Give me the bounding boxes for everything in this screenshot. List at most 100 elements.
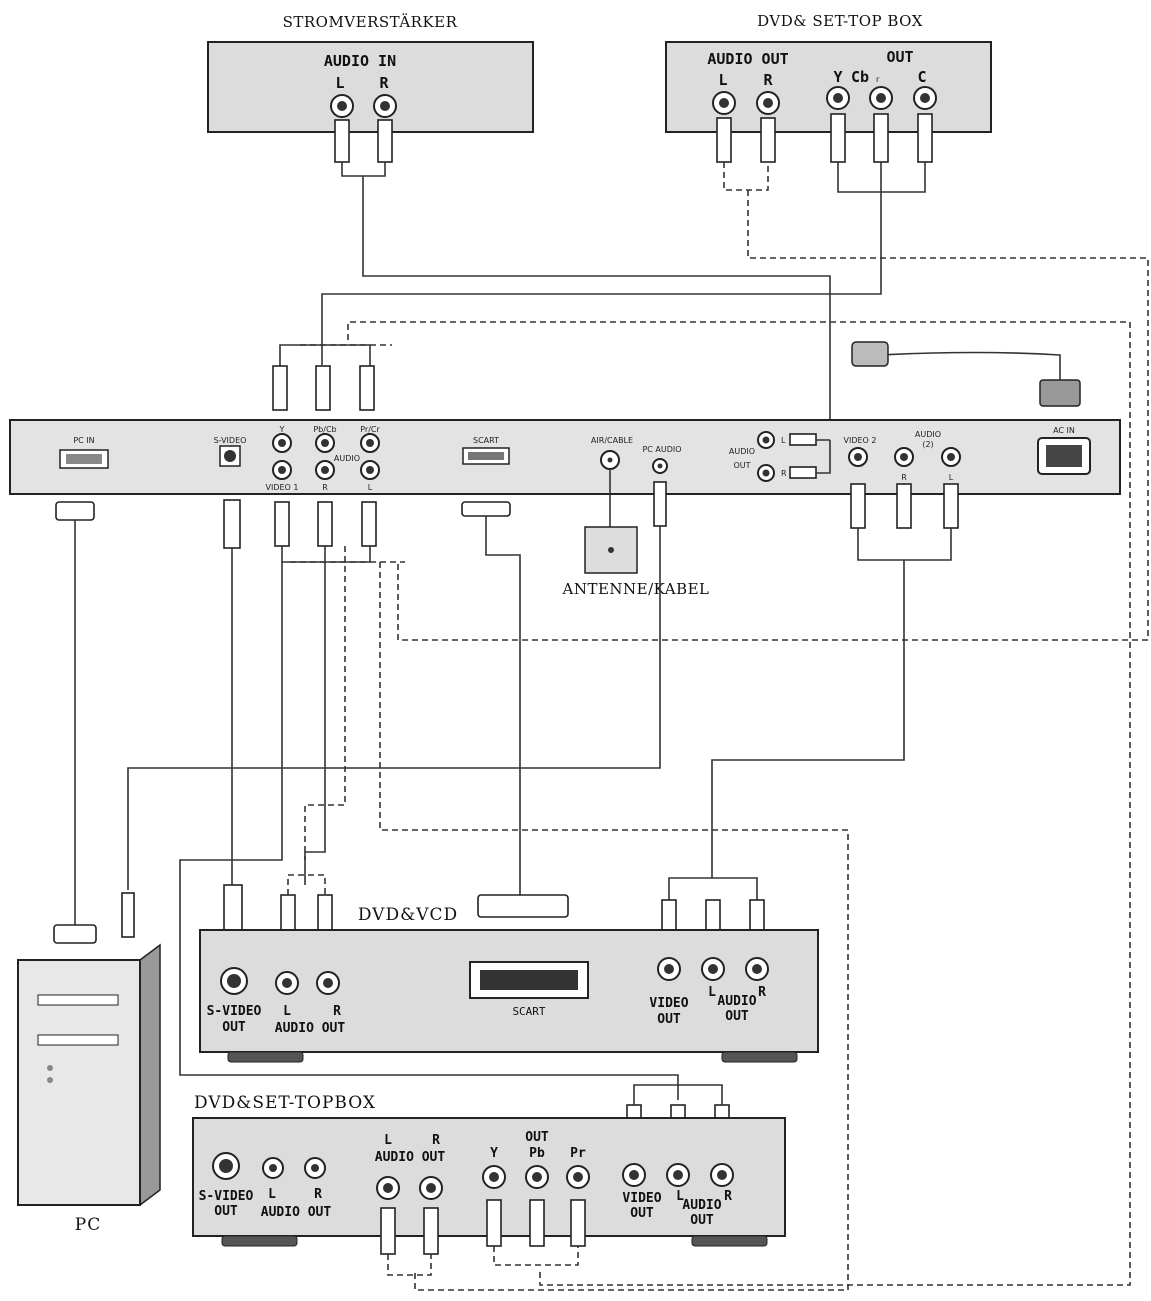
tv-component-plugs <box>272 344 392 411</box>
svideo-plug-top <box>223 499 241 549</box>
dvd-settop-bottom-y-label: Y <box>490 1146 498 1161</box>
amplifier-r-plug <box>377 119 393 163</box>
amplifier-audio-in-label: AUDIO IN <box>324 52 396 70</box>
tv-video2-jack[interactable] <box>848 447 868 467</box>
dvd-settop-top-c-jack[interactable] <box>913 86 937 110</box>
tv-audio2-label: AUDIO <box>915 430 941 439</box>
tv-video1-label: VIDEO 1 <box>266 483 299 492</box>
dvd-settop-bottom-pr-jack[interactable] <box>566 1165 590 1189</box>
dvd-settop-top-cb-label: Cb <box>851 68 869 86</box>
dvd-settop-bottom-r-label: R <box>314 1187 322 1202</box>
tv-audio-l-jack[interactable] <box>360 460 380 480</box>
dvd-vcd-scart-port[interactable] <box>469 961 589 999</box>
dvd-vcd-svideo-port[interactable] <box>220 967 248 995</box>
tv-pc-audio-jack[interactable] <box>652 458 668 474</box>
dvd-settop-top-r-plug <box>760 117 776 163</box>
tv-video1-jack[interactable] <box>272 460 292 480</box>
dvd-settop-bottom-l-label: L <box>268 1187 276 1202</box>
tv-audio2-num: (2) <box>922 440 933 449</box>
dvd-settop-bottom-video-out-label-2: OUT <box>630 1206 654 1221</box>
tv-audio-out-r-jack[interactable] <box>757 464 775 482</box>
tv-y-jack[interactable] <box>272 433 292 453</box>
amplifier-title: STROMVERSTÄRKER <box>283 13 458 31</box>
dvd-vcd-scart-plug <box>477 894 569 918</box>
tv-audio-r-jack[interactable] <box>315 460 335 480</box>
dvd-vcd-video-out-label-2: OUT <box>657 1012 681 1027</box>
pc-audio-plug <box>653 481 667 527</box>
dvd-settop-bottom-pb-jack[interactable] <box>525 1165 549 1189</box>
dvd-settop-top-l-plug <box>716 117 732 163</box>
tv-audio-out-r-plug <box>789 466 817 479</box>
dvd-settop-top-r-jack[interactable] <box>756 91 780 115</box>
dvd-settop-bottom-r-jack[interactable] <box>304 1157 326 1179</box>
tv-video2-label: VIDEO 2 <box>844 436 877 445</box>
tv-audio-out-label: AUDIO <box>729 447 755 456</box>
tv-pc-in-label: PC IN <box>73 436 94 445</box>
dvd-vcd-video-out-jack[interactable] <box>657 957 681 981</box>
tv-audio-out-l-jack[interactable] <box>757 431 775 449</box>
tv-audio2-r-jack[interactable] <box>894 447 914 467</box>
tv-audio2-r-label: R <box>901 473 907 482</box>
dvd-vcd-audio-label: AUDIO <box>717 994 756 1009</box>
dvd-settop-bottom-pb-label: Pb <box>529 1146 545 1161</box>
dvd-vcd-r-jack[interactable] <box>316 971 340 995</box>
dvd-vcd-video-out-label: VIDEO <box>649 996 688 1011</box>
tv-prcr-label: Pr/Cr <box>360 425 380 434</box>
dvd-settop-bottom-y-jack[interactable] <box>482 1165 506 1189</box>
dvd-settop-bottom-audio-l-jack[interactable] <box>666 1163 690 1187</box>
tv-pc-in-port[interactable] <box>59 449 109 469</box>
dvd-settop-bottom-video-out-label: VIDEO <box>622 1191 661 1206</box>
tv-audio-out-label-2: OUT <box>733 461 750 470</box>
tv-rear-panel: PC IN S-VIDEO Y Pb/Cb Pr/Cr AUDIO VIDEO … <box>9 419 1121 495</box>
top-cables <box>321 162 1149 1286</box>
dvd-vcd-scart-label: SCART <box>512 1005 545 1018</box>
dvd-vcd-l2-label: L <box>708 985 716 1000</box>
dvd-settop-bottom-r-top-label: R <box>432 1133 440 1148</box>
dvd-settop-top-cb-sub: r <box>876 75 880 84</box>
dvd-settop-top-y-jack[interactable] <box>826 86 850 110</box>
tv-scart-label: SCART <box>473 436 499 445</box>
dvd-settop-bottom-l-jack[interactable] <box>262 1157 284 1179</box>
dvd-settop-top-device: DVD& SET-TOP BOX AUDIO OUT L R OUT Y Cb … <box>665 12 992 163</box>
tv-pbcb-jack[interactable] <box>315 433 335 453</box>
dvd-settop-top-title: DVD& SET-TOP BOX <box>757 12 923 30</box>
tv-ac-in-label: AC IN <box>1053 426 1075 435</box>
tv-prcr-jack[interactable] <box>360 433 380 453</box>
dvd-settop-top-l-jack[interactable] <box>712 91 736 115</box>
tv-air-cable-jack[interactable] <box>600 450 620 470</box>
tv-ac-in-socket[interactable] <box>1037 437 1091 475</box>
dvd-vcd-audio-r-jack[interactable] <box>745 957 769 981</box>
tv-svideo-port[interactable] <box>219 445 241 467</box>
dvd-settop-bottom-out-label: OUT <box>525 1130 549 1145</box>
dvd-settop-bottom-svideo-port[interactable] <box>212 1152 240 1180</box>
tv-audio-out-r-mark: R <box>781 469 787 478</box>
tv-y-label: Y <box>279 425 285 434</box>
amplifier-r-jack[interactable] <box>373 94 397 118</box>
amplifier-l-jack[interactable] <box>330 94 354 118</box>
tv-svideo-label: S-VIDEO <box>214 436 247 445</box>
dvd-settop-bottom-audio-r-jack[interactable] <box>710 1163 734 1187</box>
dvd-settop-top-cb-jack[interactable] <box>869 86 893 110</box>
dvd-settop-top-c-plug <box>917 113 933 163</box>
dvd-vcd-audio-l-jack[interactable] <box>701 957 725 981</box>
dvd-vcd-l-jack[interactable] <box>275 971 299 995</box>
tv-audio2-l-jack[interactable] <box>941 447 961 467</box>
dvd-settop-bottom-video-out-jack[interactable] <box>622 1163 646 1187</box>
dvd-settop-bottom-device: DVD&SET-TOPBOX S-VIDEO OUT L R AUDIO OUT… <box>192 1084 786 1276</box>
tv-audio-label: AUDIO <box>334 454 360 463</box>
dvd-settop-bottom-svideo-label-2: OUT <box>214 1204 238 1219</box>
dvd-vcd-audio-out-label: AUDIO OUT <box>275 1021 346 1036</box>
dvd-settop-bottom-audio-out-label: AUDIO OUT <box>261 1205 332 1220</box>
dvd-settop-top-c-label: C <box>917 68 926 86</box>
amplifier-device: STROMVERSTÄRKER AUDIO IN L R <box>207 13 534 163</box>
dvd-settop-bottom-r2-jack[interactable] <box>419 1176 443 1200</box>
pc-in-plug <box>55 501 95 521</box>
dvd-settop-bottom-title: DVD&SET-TOPBOX <box>194 1093 376 1113</box>
tv-audio2-l-label: L <box>949 473 954 482</box>
pc-audio-plug-bottom <box>121 892 135 938</box>
dvd-settop-top-box <box>665 41 992 133</box>
scart-plug-top <box>461 501 511 517</box>
tv-scart-port[interactable] <box>462 447 510 465</box>
tv-l-label: L <box>368 483 373 492</box>
dvd-settop-bottom-l2-jack[interactable] <box>376 1176 400 1200</box>
